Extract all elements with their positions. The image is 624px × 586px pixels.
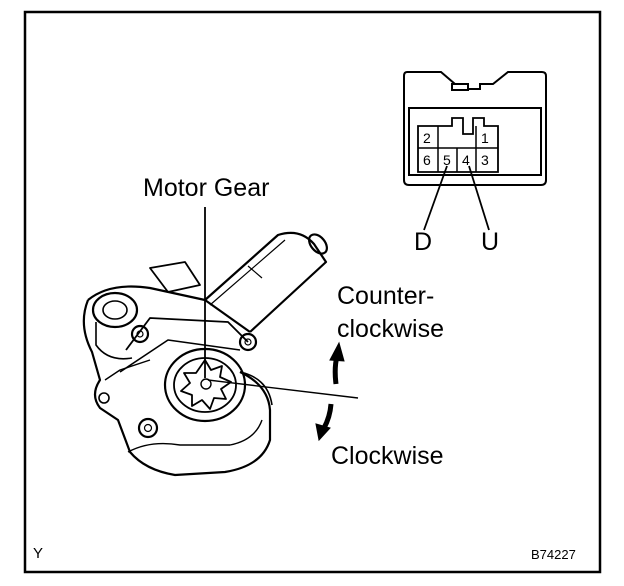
screw-3 (137, 417, 159, 439)
label-terminal-u: U (481, 228, 500, 256)
pin-2: 2 (423, 130, 431, 146)
pin-1: 1 (481, 130, 489, 146)
pin-4: 4 (462, 152, 470, 168)
motor-shaft-end (308, 233, 328, 255)
leader-d (423, 165, 448, 231)
rotation-arrows (315, 341, 345, 442)
leader-u (468, 165, 490, 231)
screw-1 (130, 324, 150, 344)
gear-housing-outline (82, 299, 272, 477)
label-clockwise: Clockwise (331, 442, 444, 470)
motor-assembly (82, 231, 328, 477)
pin-5: 5 (443, 152, 451, 168)
motor-body (204, 231, 328, 333)
motor-gear-star (180, 359, 232, 410)
label-motor-gear: Motor Gear (143, 174, 270, 202)
label-counter-line1: Counter- (337, 282, 435, 310)
figure-frame (23, 10, 602, 574)
arrow-counterclockwise-head (329, 341, 345, 362)
label-terminal-d: D (414, 228, 433, 256)
corner-mark: Y (33, 545, 44, 562)
connector-cavity (417, 117, 499, 173)
connector-housing (403, 71, 547, 186)
connector-inner-frame (408, 107, 542, 176)
arrow-clockwise-shaft (321, 403, 334, 430)
leader-rotation (207, 379, 359, 399)
connector (403, 71, 547, 231)
pin-3: 3 (481, 152, 489, 168)
label-counter-line2: clockwise (337, 315, 444, 343)
screw-2 (238, 332, 258, 352)
figure-code: B74227 (531, 547, 576, 562)
connector-latch (451, 83, 469, 91)
arrow-clockwise-head (315, 423, 331, 442)
top-bracket (149, 261, 201, 293)
pin-6: 6 (423, 152, 431, 168)
mount-ring-left (91, 291, 139, 329)
